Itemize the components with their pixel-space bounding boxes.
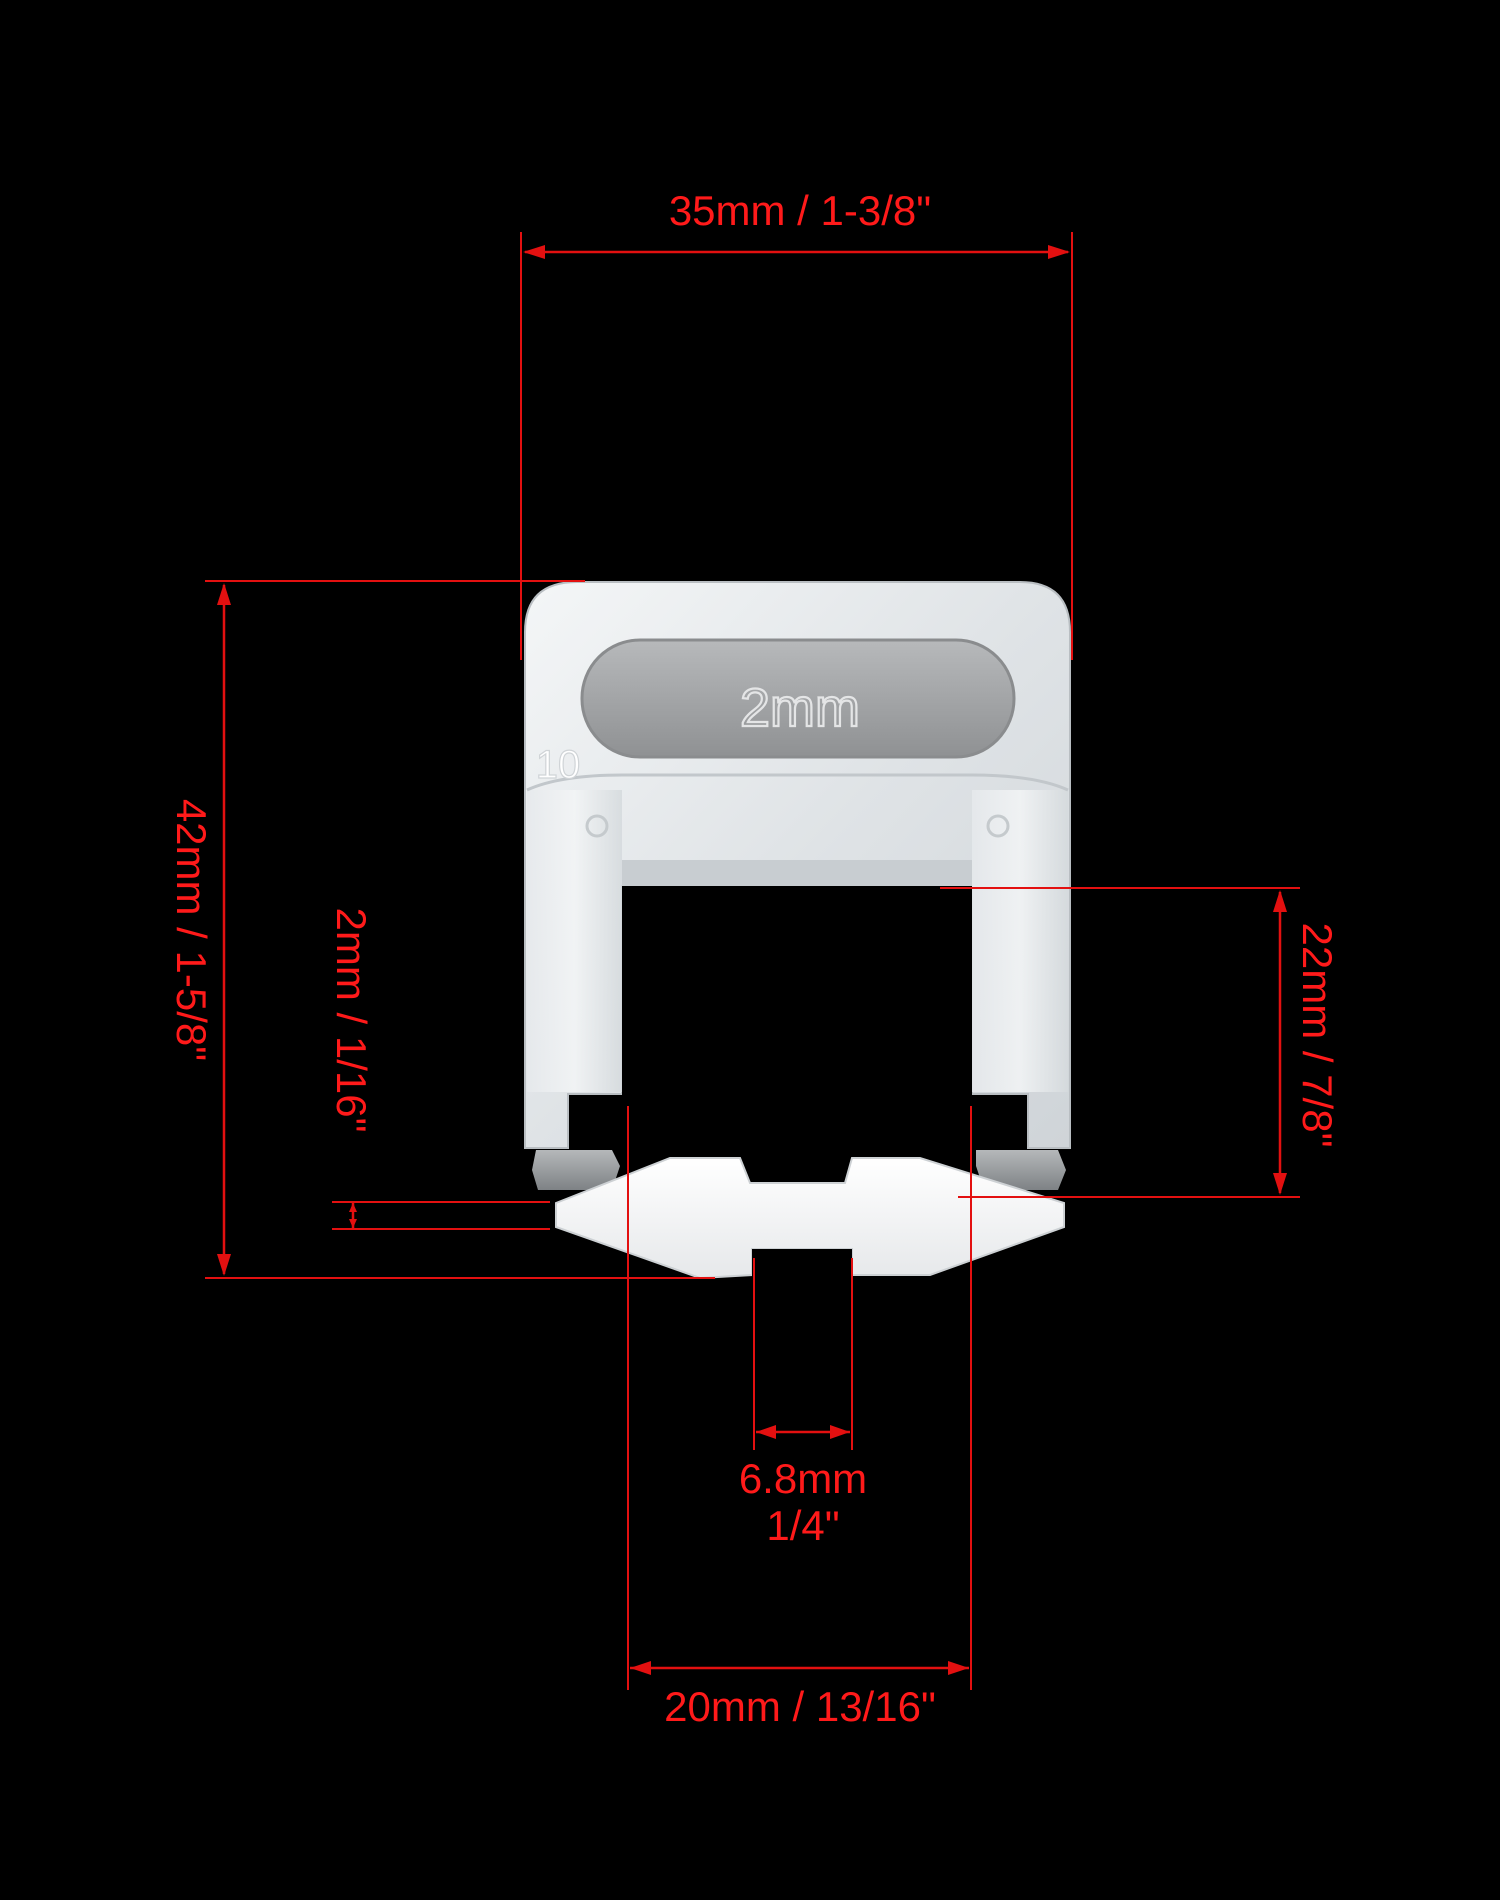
label-gap-thickness: 2mm / 1/16" [328,908,375,1133]
label-width-top: 35mm / 1-3/8" [669,187,931,234]
clip-base-slot [752,1249,852,1279]
dimension-labels: 35mm / 1-3/8" 42mm / 1-5/8" 2mm / 1/16" … [168,187,1341,1730]
clip-right-leg [972,790,1068,1092]
clip-mold-number: 10 [536,743,581,787]
clip-boss-left [585,814,609,838]
clip-base-plate [555,1157,1065,1280]
clip-window [622,886,972,1094]
clip-illustration: 2mm 10 [524,581,1071,1280]
label-height-total: 42mm / 1-5/8" [168,799,215,1061]
clip-seam [526,773,1069,792]
clip-boss-right [986,814,1010,838]
clip-label-plate [580,638,1016,759]
clip-left-stub [532,1150,620,1190]
clip-left-leg [527,790,622,1092]
label-slot-width-mm: 6.8mm [739,1455,867,1502]
label-slot-width-in: 1/4" [766,1502,839,1549]
clip-opening [622,860,972,886]
dimension-lines [205,232,1300,1690]
label-opening-width: 20mm / 13/16" [664,1683,936,1730]
clip-right-stub [976,1150,1066,1190]
clip-size-label: 2mm [740,678,860,738]
label-opening-height: 22mm / 7/8" [1294,923,1341,1148]
